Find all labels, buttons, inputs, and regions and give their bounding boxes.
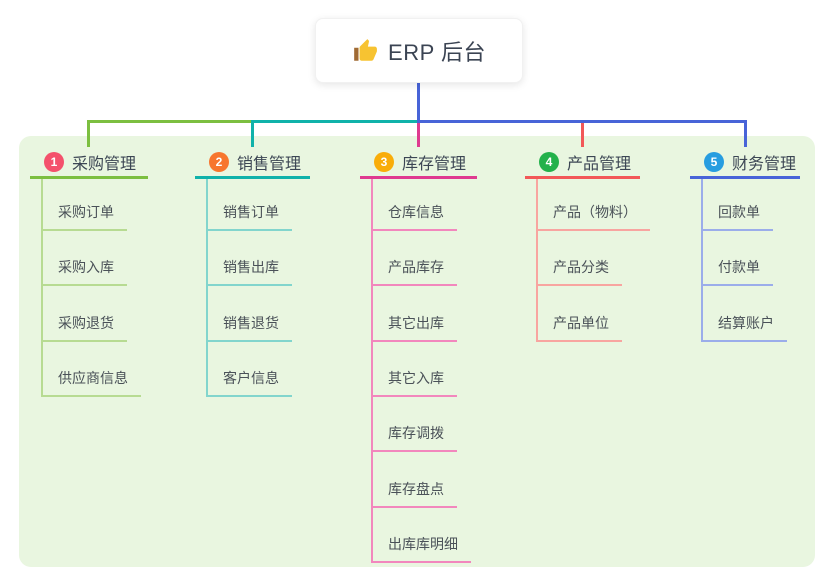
child-label: 产品（物料） xyxy=(536,202,650,231)
mindmap-node[interactable]: 产品库存 xyxy=(371,257,457,286)
mindmap-node[interactable]: 产品（物料） xyxy=(536,202,650,231)
branch-title: 库存管理 xyxy=(402,156,467,173)
branch-child-line xyxy=(536,179,538,342)
mindmap-node[interactable]: 客户信息 xyxy=(206,368,292,397)
connector-drop-2 xyxy=(251,120,254,147)
branch-underline xyxy=(360,176,477,179)
mindmap-node[interactable]: 库存调拨 xyxy=(371,423,457,452)
branches-panel xyxy=(19,136,815,567)
child-label: 销售出库 xyxy=(206,257,292,286)
mindmap-node[interactable]: 销售出库 xyxy=(206,257,292,286)
branch-purchase-node[interactable]: 1 采购管理 xyxy=(30,150,136,174)
child-label: 付款单 xyxy=(701,257,773,286)
mindmap-node[interactable]: 产品分类 xyxy=(536,257,622,286)
mindmap-node[interactable]: 仓库信息 xyxy=(371,202,457,231)
child-label: 仓库信息 xyxy=(371,202,457,231)
mindmap-node[interactable]: 其它出库 xyxy=(371,313,457,342)
branch-finance-node[interactable]: 5 财务管理 xyxy=(690,150,796,174)
connector-drop-1 xyxy=(87,120,90,147)
child-label: 客户信息 xyxy=(206,368,292,397)
branch-child-line xyxy=(371,179,373,563)
child-label: 采购入库 xyxy=(41,257,127,286)
branch-title: 财务管理 xyxy=(732,156,797,173)
mindmap-node[interactable]: 其它入库 xyxy=(371,368,457,397)
branch-child-line xyxy=(701,179,703,342)
child-label: 销售退货 xyxy=(206,313,292,342)
child-label: 库存调拨 xyxy=(371,423,457,452)
mindmap-node[interactable]: 销售退货 xyxy=(206,313,292,342)
child-label: 库存盘点 xyxy=(371,479,457,508)
child-label: 出库库明细 xyxy=(371,534,471,563)
connector-drop-4 xyxy=(581,120,584,147)
mindmap-node[interactable]: 出库库明细 xyxy=(371,534,471,563)
branch-inventory-node[interactable]: 3 库存管理 xyxy=(360,150,466,174)
connector-spine-right xyxy=(417,120,747,123)
branch-title: 销售管理 xyxy=(237,156,302,173)
branch-title: 采购管理 xyxy=(72,156,137,173)
root-node[interactable]: ERP 后台 xyxy=(315,18,523,83)
branch-badge: 5 xyxy=(704,152,724,172)
branch-underline xyxy=(195,176,310,179)
root-connector-line xyxy=(417,83,420,120)
mindmap-node[interactable]: 库存盘点 xyxy=(371,479,457,508)
child-label: 其它出库 xyxy=(371,313,457,342)
connector-spine-left xyxy=(87,120,252,123)
connector-spine-mid xyxy=(251,120,419,123)
mindmap-node[interactable]: 结算账户 xyxy=(701,313,787,342)
mindmap-node[interactable]: 销售订单 xyxy=(206,202,292,231)
mindmap-node[interactable]: 产品单位 xyxy=(536,313,622,342)
branch-title: 产品管理 xyxy=(567,156,632,173)
root-node-title: ERP 后台 xyxy=(388,39,486,65)
child-label: 回款单 xyxy=(701,202,773,231)
connector-drop-5 xyxy=(744,120,747,147)
child-label: 采购退货 xyxy=(41,313,127,342)
mindmap-node[interactable]: 采购入库 xyxy=(41,257,127,286)
mindmap-node[interactable]: 采购退货 xyxy=(41,313,127,342)
thumbs-up-icon xyxy=(354,38,377,61)
child-label: 销售订单 xyxy=(206,202,292,231)
branch-badge: 4 xyxy=(539,152,559,172)
connector-drop-3 xyxy=(417,120,420,147)
branch-child-line xyxy=(206,179,208,397)
mindmap-node[interactable]: 回款单 xyxy=(701,202,773,231)
child-label: 供应商信息 xyxy=(41,368,141,397)
child-label: 产品库存 xyxy=(371,257,457,286)
child-label: 产品分类 xyxy=(536,257,622,286)
branch-underline xyxy=(525,176,640,179)
branch-sales-node[interactable]: 2 销售管理 xyxy=(195,150,301,174)
mindmap-node[interactable]: 付款单 xyxy=(701,257,773,286)
branch-child-line xyxy=(41,179,43,397)
child-label: 产品单位 xyxy=(536,313,622,342)
branch-badge: 1 xyxy=(44,152,64,172)
mindmap-node[interactable]: 供应商信息 xyxy=(41,368,141,397)
mindmap-node[interactable]: 采购订单 xyxy=(41,202,127,231)
branch-underline xyxy=(30,176,148,179)
branch-product-node[interactable]: 4 产品管理 xyxy=(525,150,631,174)
child-label: 其它入库 xyxy=(371,368,457,397)
branch-badge: 2 xyxy=(209,152,229,172)
child-label: 采购订单 xyxy=(41,202,127,231)
child-label: 结算账户 xyxy=(701,313,787,342)
branch-underline xyxy=(690,176,800,179)
branch-badge: 3 xyxy=(374,152,394,172)
